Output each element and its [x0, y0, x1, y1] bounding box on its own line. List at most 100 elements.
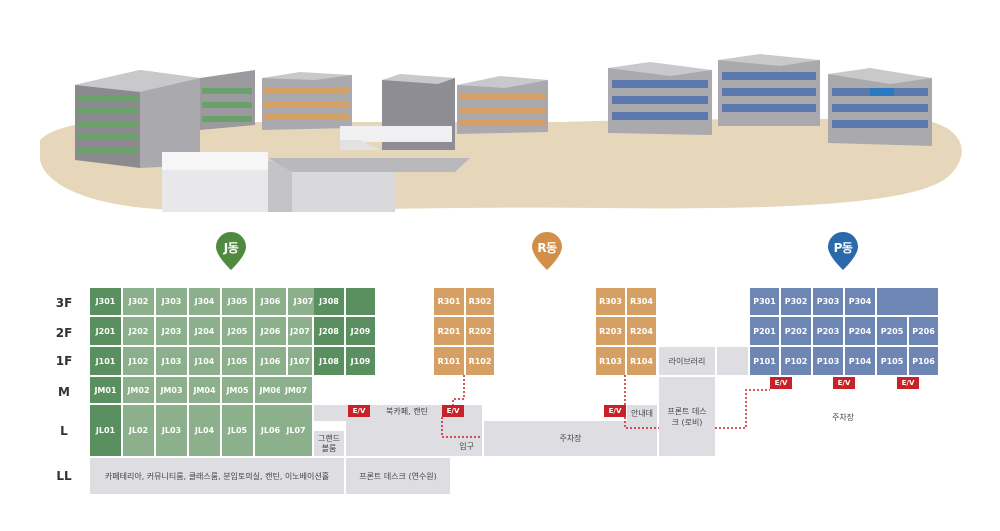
- r-building-label: R동: [537, 241, 557, 255]
- room-cell[interactable]: J205: [222, 317, 253, 345]
- info-desk[interactable]: 안내데: [627, 405, 657, 421]
- floor-label-2f: 2F: [55, 326, 73, 340]
- room-cell[interactable]: JM04: [189, 377, 220, 403]
- room-cell-blank[interactable]: [346, 288, 375, 315]
- room-cell[interactable]: J107: [288, 347, 312, 375]
- room-cell[interactable]: J201: [90, 317, 121, 345]
- room-cell[interactable]: P302: [781, 288, 811, 315]
- room-cell[interactable]: R301: [434, 288, 464, 315]
- room-cell[interactable]: P101: [750, 347, 779, 375]
- room-cell[interactable]: J206: [255, 317, 286, 345]
- room-cell[interactable]: J303: [156, 288, 187, 315]
- room-cell[interactable]: P204: [845, 317, 875, 345]
- room-cell[interactable]: P301: [750, 288, 779, 315]
- r-building-pin[interactable]: R동: [532, 232, 562, 270]
- floor-label-m: M: [58, 385, 70, 399]
- room-cell[interactable]: R201: [434, 317, 464, 345]
- room-cell[interactable]: P203: [813, 317, 843, 345]
- room-cell[interactable]: R302: [466, 288, 494, 315]
- room-cell[interactable]: P303: [813, 288, 843, 315]
- r-building-left-illustration: [262, 72, 352, 130]
- ll-front-desk[interactable]: 프론트 데스크 (연수원): [346, 458, 450, 494]
- room-cell[interactable]: J101: [90, 347, 121, 375]
- room-cell[interactable]: R202: [466, 317, 494, 345]
- ll-facilities[interactable]: 카페테리아, 커뮤니티룸, 클래스룸, 분임토의실, 캔틴, 이노베이션홀: [90, 458, 344, 494]
- room-cell[interactable]: JM02: [123, 377, 154, 403]
- room-cell[interactable]: J306: [255, 288, 286, 315]
- room-cell[interactable]: JM01: [90, 377, 121, 403]
- room-cell[interactable]: J102: [123, 347, 154, 375]
- room-cell[interactable]: J302: [123, 288, 154, 315]
- r-building-right-illustration: [457, 76, 548, 134]
- elevator-badge: E/V: [833, 377, 855, 389]
- room-cell[interactable]: P105: [877, 347, 907, 375]
- library[interactable]: 라이브러리: [659, 347, 715, 375]
- entrance-area[interactable]: 입구: [346, 421, 482, 456]
- room-cell[interactable]: J207: [288, 317, 312, 345]
- room-cell[interactable]: J103: [156, 347, 187, 375]
- j-building-illustration: [75, 70, 255, 168]
- room-cell[interactable]: JL05: [222, 405, 253, 456]
- room-cell[interactable]: R304: [627, 288, 656, 315]
- room-cell[interactable]: JL03: [156, 405, 187, 456]
- j-building-pin[interactable]: J동: [216, 232, 246, 270]
- room-cell[interactable]: JM05: [222, 377, 253, 403]
- room-cell[interactable]: P205: [877, 317, 907, 345]
- room-cell[interactable]: J104: [189, 347, 220, 375]
- room-cell[interactable]: J203: [156, 317, 187, 345]
- floor-label-3f: 3F: [55, 296, 73, 310]
- front-desk-lobby[interactable]: 프론트 데스크 (로비): [659, 377, 715, 456]
- room-cell[interactable]: JM03: [156, 377, 187, 403]
- book-cafe-label[interactable]: 북카페, 캔틴: [386, 406, 428, 416]
- map-pin-icon: [828, 232, 858, 270]
- j-building-label: J동: [223, 241, 239, 255]
- room-cell[interactable]: P104: [845, 347, 875, 375]
- room-cell[interactable]: J307: [288, 288, 319, 315]
- room-cell[interactable]: J208: [314, 317, 344, 345]
- room-cell[interactable]: P206: [909, 317, 938, 345]
- room-cell[interactable]: J202: [123, 317, 154, 345]
- parking-mid[interactable]: 주차장: [484, 421, 657, 456]
- room-cell[interactable]: J301: [90, 288, 121, 315]
- room-cell[interactable]: P102: [781, 347, 811, 375]
- grand-hall[interactable]: 그랜드 볼룸: [314, 431, 344, 456]
- room-cell[interactable]: R102: [466, 347, 494, 375]
- foreground-blocks-illustration: [162, 152, 470, 212]
- room-cell[interactable]: JL02: [123, 405, 154, 456]
- room-cell[interactable]: J305: [222, 288, 253, 315]
- room-cell[interactable]: JM07: [280, 377, 312, 403]
- elevator-badge: E/V: [348, 405, 370, 417]
- room-cell[interactable]: J109: [346, 347, 375, 375]
- room-cell[interactable]: J209: [346, 317, 375, 345]
- room-cell[interactable]: R204: [627, 317, 656, 345]
- room-cell[interactable]: R101: [434, 347, 464, 375]
- entrance-label: 입구: [459, 442, 474, 451]
- library-annex: [717, 347, 748, 375]
- room-cell[interactable]: JL01: [90, 405, 121, 456]
- room-cell[interactable]: R104: [627, 347, 656, 375]
- elevator-badge: E/V: [604, 405, 626, 417]
- room-cell[interactable]: R203: [596, 317, 625, 345]
- room-cell[interactable]: J106: [255, 347, 286, 375]
- floor-label-l: L: [60, 424, 68, 438]
- p-building-illustration: [608, 54, 932, 146]
- room-cell[interactable]: JL04: [189, 405, 220, 456]
- room-cell[interactable]: P201: [750, 317, 779, 345]
- room-cell[interactable]: P106: [909, 347, 938, 375]
- room-cell-blank[interactable]: [877, 288, 938, 315]
- room-cell[interactable]: J204: [189, 317, 220, 345]
- room-cell[interactable]: R303: [596, 288, 625, 315]
- room-cell[interactable]: P202: [781, 317, 811, 345]
- room-cell[interactable]: R103: [596, 347, 625, 375]
- room-cell[interactable]: JL07: [280, 405, 312, 456]
- p-building-pin[interactable]: P동: [828, 232, 858, 270]
- center-building-illustration: [340, 74, 455, 150]
- room-cell[interactable]: J304: [189, 288, 220, 315]
- room-cell[interactable]: P304: [845, 288, 875, 315]
- room-cell[interactable]: J308: [314, 288, 344, 315]
- room-cell[interactable]: J108: [314, 347, 344, 375]
- room-cell[interactable]: P103: [813, 347, 843, 375]
- room-cell[interactable]: J105: [222, 347, 253, 375]
- parking-right[interactable]: 주차장: [831, 412, 855, 422]
